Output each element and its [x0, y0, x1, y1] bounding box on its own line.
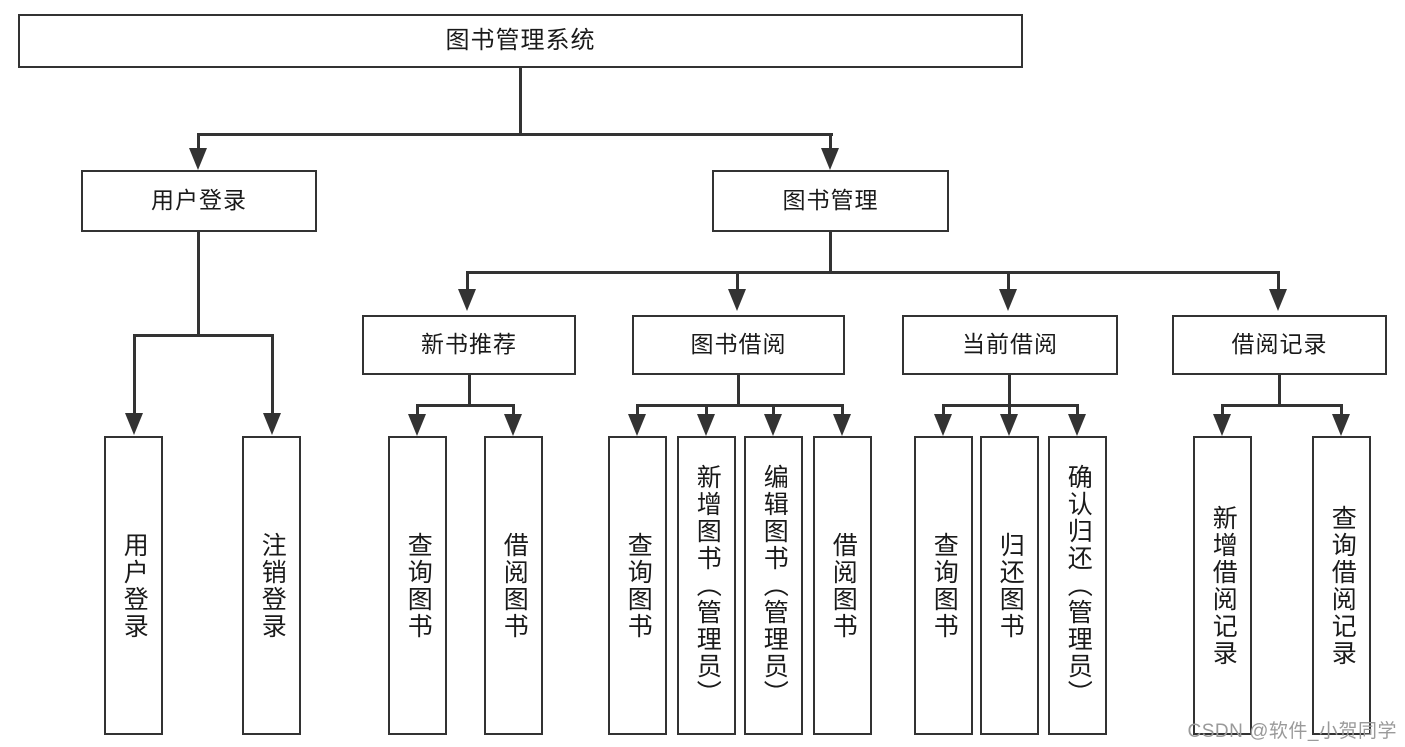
- connector-cb-to-leaf-2: [1076, 404, 1079, 415]
- node-book-borrow[interactable]: 图书借阅: [632, 315, 845, 375]
- node-label: 新增图书（管理员）: [693, 464, 722, 707]
- arrow-nbr-to-leaf-1: [504, 414, 522, 436]
- node-label: 借阅图书: [500, 531, 529, 640]
- connector-nbr-bus: [416, 404, 515, 407]
- node-leaf-user-login-logout[interactable]: 注销登录: [242, 436, 301, 735]
- node-label: 当前借阅: [962, 331, 1058, 358]
- connector-root-to-user-login: [197, 133, 200, 149]
- connector-bm-to-borrow-record: [1277, 271, 1280, 290]
- node-label: 注销登录: [258, 531, 287, 640]
- node-user-login[interactable]: 用户登录: [81, 170, 317, 232]
- node-leaf-br-add-record[interactable]: 新增借阅记录: [1193, 436, 1252, 735]
- connector-bm-to-book-borrow: [736, 271, 739, 290]
- node-leaf-bb-add-book-admin[interactable]: 新增图书（管理员）: [677, 436, 736, 735]
- node-label: 查询图书: [930, 531, 959, 640]
- connector-root-to-book-management: [829, 133, 832, 149]
- connector-bb-to-leaf-2: [772, 404, 775, 415]
- arrow-bm-to-book-borrow: [728, 289, 746, 311]
- connector-user-login-bus: [133, 334, 274, 337]
- arrow-cb-to-leaf-2: [1068, 414, 1086, 436]
- node-label: 归还图书: [996, 531, 1025, 640]
- node-new-book-recommend[interactable]: 新书推荐: [362, 315, 576, 375]
- node-leaf-bb-edit-book-admin[interactable]: 编辑图书（管理员）: [744, 436, 803, 735]
- node-label: 借阅图书: [829, 531, 858, 640]
- arrow-bb-to-leaf-1: [697, 414, 715, 436]
- arrow-bm-to-current-borrow: [999, 289, 1017, 311]
- node-label: 查询借阅记录: [1328, 504, 1357, 667]
- connector-user-login-stem: [197, 232, 200, 337]
- node-leaf-bb-borrow-book[interactable]: 借阅图书: [813, 436, 872, 735]
- node-label: 确认归还（管理员）: [1064, 464, 1093, 707]
- connector-bm-to-new-book: [466, 271, 469, 290]
- arrow-bb-to-leaf-3: [833, 414, 851, 436]
- connector-bb-to-leaf-1: [705, 404, 708, 415]
- connector-br-stem: [1278, 375, 1281, 407]
- connector-user-login-to-leaf-0: [133, 334, 136, 414]
- arrow-bb-to-leaf-2: [764, 414, 782, 436]
- arrow-bb-to-leaf-0: [628, 414, 646, 436]
- node-borrow-record[interactable]: 借阅记录: [1172, 315, 1387, 375]
- connector-bb-to-leaf-3: [841, 404, 844, 415]
- connector-book-management-stem: [829, 232, 832, 274]
- node-label: 新增借阅记录: [1209, 504, 1238, 667]
- node-leaf-bb-query-book[interactable]: 查询图书: [608, 436, 667, 735]
- arrow-cb-to-leaf-0: [934, 414, 952, 436]
- node-label: 新书推荐: [421, 331, 517, 358]
- connector-bb-bus: [636, 404, 844, 407]
- node-leaf-br-query-record[interactable]: 查询借阅记录: [1312, 436, 1371, 735]
- arrow-user-login-to-leaf-1: [263, 413, 281, 435]
- connector-root-bus: [197, 133, 833, 136]
- connector-br-bus: [1221, 404, 1343, 407]
- node-current-borrow[interactable]: 当前借阅: [902, 315, 1118, 375]
- arrow-user-login-to-leaf-0: [125, 413, 143, 435]
- node-leaf-nbr-query-book[interactable]: 查询图书: [388, 436, 447, 735]
- connector-cb-stem: [1008, 375, 1011, 407]
- node-root-book-management-system[interactable]: 图书管理系统: [18, 14, 1023, 68]
- connector-br-to-leaf-1: [1340, 404, 1343, 415]
- node-label: 用户登录: [151, 187, 247, 214]
- connector-user-login-to-leaf-1: [271, 334, 274, 414]
- node-leaf-nbr-borrow-book[interactable]: 借阅图书: [484, 436, 543, 735]
- node-label: 借阅记录: [1231, 331, 1328, 358]
- arrow-nbr-to-leaf-0: [408, 414, 426, 436]
- node-label: 查询图书: [404, 531, 433, 640]
- arrow-bm-to-new-book: [458, 289, 476, 311]
- connector-bb-to-leaf-0: [636, 404, 639, 415]
- connector-nbr-stem: [468, 375, 471, 407]
- node-label: 用户登录: [120, 531, 149, 640]
- arrow-root-to-user-login: [189, 148, 207, 170]
- node-leaf-user-login-login[interactable]: 用户登录: [104, 436, 163, 735]
- connector-bm-to-current-borrow: [1007, 271, 1010, 290]
- arrow-br-to-leaf-1: [1332, 414, 1350, 436]
- node-label: 编辑图书（管理员）: [760, 464, 789, 707]
- connector-cb-to-leaf-0: [942, 404, 945, 415]
- node-leaf-cb-confirm-return-admin[interactable]: 确认归还（管理员）: [1048, 436, 1107, 735]
- node-label: 图书借阅: [690, 331, 787, 358]
- connector-nbr-to-leaf-1: [512, 404, 515, 415]
- arrow-bm-to-borrow-record: [1269, 289, 1287, 311]
- connector-book-management-bus: [466, 271, 1280, 274]
- arrow-br-to-leaf-0: [1213, 414, 1231, 436]
- node-label: 图书管理系统: [445, 26, 596, 54]
- arrow-root-to-book-management: [821, 148, 839, 170]
- connector-nbr-to-leaf-0: [416, 404, 419, 415]
- csdn-watermark: CSDN @软件_小贺同学: [1187, 721, 1397, 742]
- connector-bb-stem: [737, 375, 740, 407]
- node-label: 图书管理: [782, 187, 879, 214]
- connector-cb-to-leaf-1: [1008, 404, 1011, 415]
- node-leaf-cb-query-book[interactable]: 查询图书: [914, 436, 973, 735]
- node-book-management[interactable]: 图书管理: [712, 170, 949, 232]
- arrow-cb-to-leaf-1: [1000, 414, 1018, 436]
- connector-root-stem: [519, 68, 522, 136]
- node-leaf-cb-return-book[interactable]: 归还图书: [980, 436, 1039, 735]
- node-label: 查询图书: [624, 531, 653, 640]
- connector-br-to-leaf-0: [1221, 404, 1224, 415]
